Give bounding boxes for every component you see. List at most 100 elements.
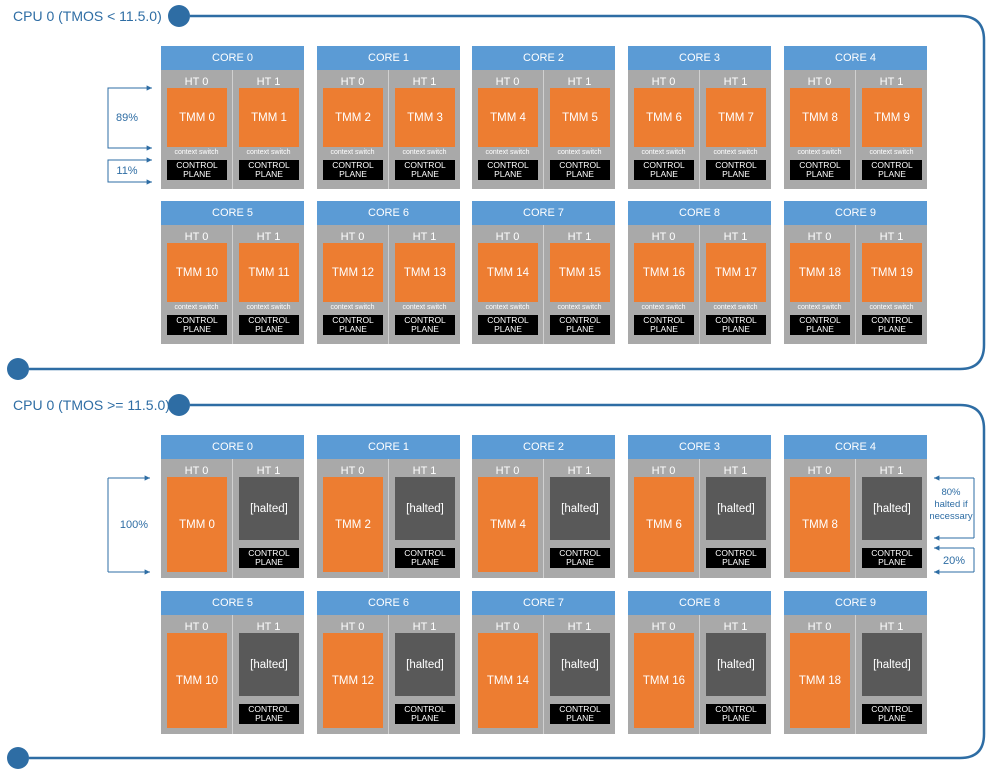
tmm-block: TMM 10 xyxy=(167,243,227,302)
ht-divider xyxy=(232,70,233,189)
hyperthread-label: HT 0 xyxy=(807,76,832,88)
context-switch-label: context switch xyxy=(557,304,602,311)
ht-divider xyxy=(855,459,856,578)
section-0-frame-line xyxy=(29,14,986,371)
hyperthread-ht1: HT 1[halted]CONTROL PLANE xyxy=(544,615,615,734)
percentage-label: 80% halted if necessary xyxy=(929,487,973,522)
core-header: CORE 6 xyxy=(317,591,460,615)
context-switch-label: context switch xyxy=(557,149,602,156)
control-plane-block: CONTROL PLANE xyxy=(239,160,299,180)
ht-divider xyxy=(232,459,233,578)
tmm-block: TMM 6 xyxy=(634,477,694,572)
section-1-end-node xyxy=(7,747,29,769)
ht-divider xyxy=(232,225,233,344)
control-plane-block: CONTROL PLANE xyxy=(395,160,455,180)
control-plane-block: CONTROL PLANE xyxy=(706,315,766,335)
context-switch-label: context switch xyxy=(174,304,219,311)
control-plane-block: CONTROL PLANE xyxy=(634,160,694,180)
context-switch-label: context switch xyxy=(485,149,530,156)
core-header: CORE 7 xyxy=(472,201,615,225)
control-plane-block: CONTROL PLANE xyxy=(862,548,922,568)
pct-20-arrow-top-head xyxy=(934,545,940,551)
context-switch-label: context switch xyxy=(330,149,375,156)
control-plane-block: CONTROL PLANE xyxy=(862,704,922,724)
context-switch-label: context switch xyxy=(797,149,842,156)
halted-thread-block: [halted] xyxy=(239,477,299,540)
tmm-block: TMM 4 xyxy=(478,88,538,147)
hyperthread-label: HT 0 xyxy=(340,465,365,477)
context-switch-label: context switch xyxy=(246,304,291,311)
control-plane-block: CONTROL PLANE xyxy=(323,315,383,335)
percentage-label: 89% xyxy=(115,112,139,124)
control-plane-block: CONTROL PLANE xyxy=(550,315,610,335)
core-header: CORE 2 xyxy=(472,435,615,459)
hyperthread-label: HT 0 xyxy=(651,465,676,477)
ht-divider xyxy=(388,459,389,578)
halted-thread-block: [halted] xyxy=(395,477,455,540)
core-header: CORE 0 xyxy=(161,435,304,459)
tmm-block: TMM 7 xyxy=(706,88,766,147)
hyperthread-ht1: HT 1[halted]CONTROL PLANE xyxy=(389,615,460,734)
hyperthread-label: HT 1 xyxy=(723,465,748,477)
halted-thread-block: [halted] xyxy=(706,477,766,540)
core-header: CORE 0 xyxy=(161,46,304,70)
tmm-block: TMM 6 xyxy=(634,88,694,147)
ht-divider xyxy=(543,70,544,189)
control-plane-block: CONTROL PLANE xyxy=(862,160,922,180)
tmm-block: TMM 0 xyxy=(167,88,227,147)
control-plane-block: CONTROL PLANE xyxy=(239,704,299,724)
core-header: CORE 1 xyxy=(317,46,460,70)
core-header: CORE 8 xyxy=(628,201,771,225)
ht-divider xyxy=(388,615,389,734)
control-plane-block: CONTROL PLANE xyxy=(395,315,455,335)
hyperthread-label: HT 1 xyxy=(879,76,904,88)
pct-11-arrow-top-head xyxy=(146,157,152,163)
hyperthread-label: HT 1 xyxy=(412,621,437,633)
control-plane-block: CONTROL PLANE xyxy=(478,160,538,180)
hyperthread-ht1: HT 1[halted]CONTROL PLANE xyxy=(544,459,615,578)
section-1-start-node xyxy=(168,394,190,416)
core-header: CORE 8 xyxy=(628,591,771,615)
control-plane-block: CONTROL PLANE xyxy=(167,160,227,180)
hyperthread-label: HT 0 xyxy=(651,621,676,633)
ht-divider xyxy=(388,70,389,189)
pct-100-arrow-top-head xyxy=(144,475,150,481)
pct-89-arrow-top-head xyxy=(146,85,152,91)
context-switch-label: context switch xyxy=(869,304,914,311)
control-plane-block: CONTROL PLANE xyxy=(706,704,766,724)
context-switch-label: context switch xyxy=(713,149,758,156)
hyperthread-label: HT 1 xyxy=(256,465,281,477)
hyperthread-label: HT 0 xyxy=(495,621,520,633)
hyperthread-label: HT 0 xyxy=(340,231,365,243)
section-1-title: CPU 0 (TMOS >= 11.5.0) xyxy=(13,397,170,413)
hyperthread-label: HT 0 xyxy=(340,76,365,88)
tmm-block: TMM 4 xyxy=(478,477,538,572)
ht-divider xyxy=(699,459,700,578)
halted-thread-block: [halted] xyxy=(550,477,610,540)
control-plane-block: CONTROL PLANE xyxy=(790,315,850,335)
